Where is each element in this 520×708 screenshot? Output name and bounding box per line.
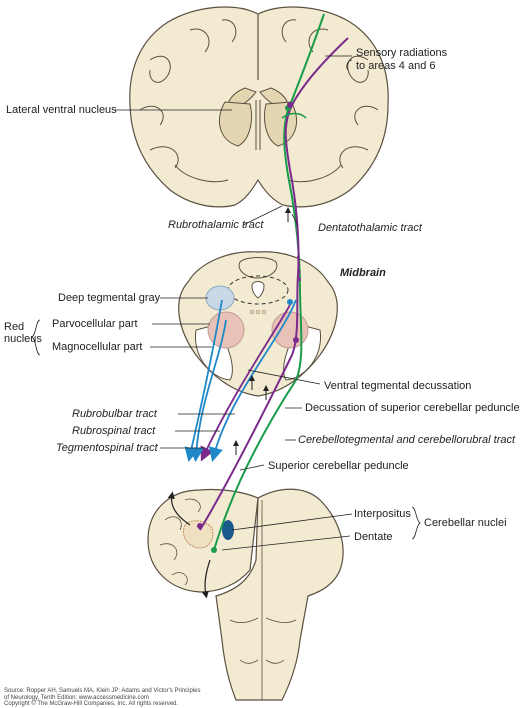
label-ventral-tegmental-decussation: Ventral tegmental decussation bbox=[324, 380, 472, 392]
label-tegmentospinal-tract: Tegmentospinal tract bbox=[56, 442, 158, 454]
label-deep-tegmental-gray: Deep tegmental gray bbox=[58, 292, 161, 304]
label-dentate: Dentate bbox=[354, 531, 393, 543]
red-nucleus-left bbox=[207, 311, 245, 349]
label-lateral-ventral-nucleus: Lateral ventral nucleus bbox=[6, 104, 117, 116]
source-credit: Source: Ropper AH, Samuels MA, Klein JP:… bbox=[4, 688, 200, 708]
credit-line-1: Source: Ropper AH, Samuels MA, Klein JP:… bbox=[4, 688, 201, 694]
label-sensory-radiations-2: to areas 4 and 6 bbox=[356, 60, 436, 72]
rubrobulbar-tract bbox=[184, 299, 223, 463]
red-nucleus-right bbox=[271, 311, 309, 349]
purple-tract bbox=[199, 37, 349, 531]
label-parvocellular-part: Parvocellular part bbox=[52, 318, 138, 330]
label-magnocellular-part: Magnocellular part bbox=[52, 341, 143, 353]
label-rubrobulbar-tract: Rubrobulbar tract bbox=[72, 408, 157, 420]
thalamus bbox=[218, 101, 298, 147]
credit-line-3: Copyright © The McGraw-Hill Companies, I… bbox=[4, 701, 179, 707]
label-cerebellar-nuclei: Cerebellar nuclei bbox=[424, 517, 507, 529]
brainstem bbox=[215, 488, 344, 701]
cerebrum-outline bbox=[129, 6, 389, 208]
label-midbrain: Midbrain bbox=[340, 267, 386, 279]
cerebrum-section bbox=[129, 6, 389, 208]
label-nucleus: nucleus bbox=[4, 333, 42, 345]
label-cerebellotegmental-tract: Cerebellotegmental and cerebellorubral t… bbox=[298, 434, 516, 446]
tegmentospinal-tract bbox=[208, 299, 297, 462]
label-interpositus: Interpositus bbox=[354, 508, 411, 520]
rubrospinal-tract bbox=[200, 304, 291, 462]
interpositus-nucleus bbox=[222, 520, 234, 540]
label-rubrothalamic-tract: Rubrothalamic tract bbox=[168, 219, 264, 231]
label-decussation-superior-cerebellar-peduncle: Decussation of superior cerebellar pedun… bbox=[305, 402, 520, 414]
label-rubrospinal-tract: Rubrospinal tract bbox=[72, 425, 156, 437]
label-dentatothalamic-tract: Dentatothalamic tract bbox=[318, 222, 422, 234]
leader-lines bbox=[31, 55, 421, 551]
label-sensory-radiations-1: Sensory radiations bbox=[356, 47, 448, 59]
credit-line-2: of Neurology, Tenth Edition: www.accessm… bbox=[4, 694, 149, 701]
label-superior-cerebellar-peduncle: Superior cerebellar peduncle bbox=[268, 460, 409, 472]
tracts bbox=[167, 13, 349, 599]
cerebellum-section bbox=[147, 488, 344, 701]
label-red: Red bbox=[4, 321, 25, 333]
